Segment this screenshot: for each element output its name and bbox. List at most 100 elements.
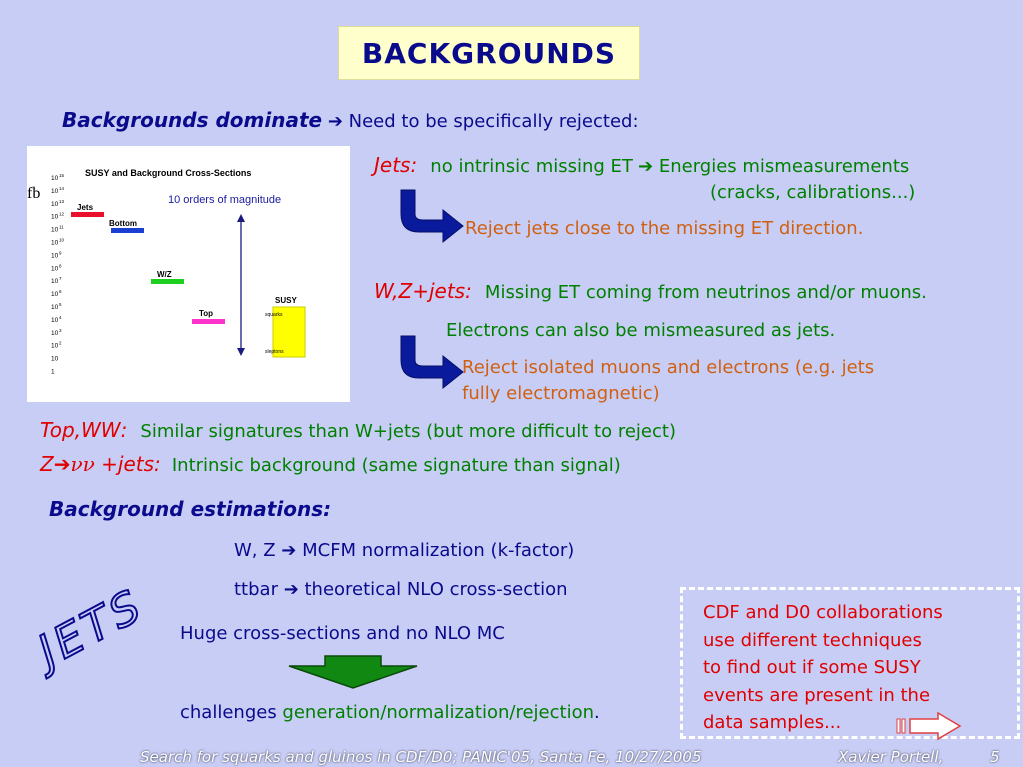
down-arrow-icon [288, 655, 418, 689]
intro-rest: Need to be specifically rejected: [342, 111, 639, 132]
y-tick-label: 10 [51, 343, 59, 350]
estimations-heading: Background estimations: [49, 497, 332, 521]
y-tick-label: 10 [51, 252, 59, 259]
next-arrow-icon[interactable] [896, 712, 962, 742]
line4-b: generation/normalization/rejection [282, 702, 595, 723]
znn-rest: +jets: [94, 452, 161, 476]
y-tick-label: 10 [51, 214, 59, 221]
jets-text: no intrinsic missing ET [430, 156, 633, 177]
cdf-line-4: events are present in the [703, 684, 931, 706]
curved-arrow-icon [400, 335, 464, 390]
znn-line: Z➔νν +jets: Intrinsic background (same s… [40, 452, 621, 476]
wz-text: Missing ET coming from neutrinos and/or … [484, 282, 927, 303]
slide-title: BACKGROUNDS [361, 36, 617, 70]
topww-line: Top,WW: Similar signatures than W+jets (… [40, 418, 676, 442]
y-tick-label: 10 [51, 188, 59, 195]
znn-z: Z [40, 452, 54, 476]
cross-section-chart: SUSY and Background Cross-Sections fb 10… [27, 146, 350, 402]
y-tick-exponent: 15 [59, 173, 65, 178]
wz-text2: Electrons can also be mismeasured as jet… [446, 320, 836, 341]
topww-text: Similar signatures than W+jets (but more… [140, 421, 676, 442]
y-tick-label: 10 [51, 291, 59, 298]
label-wz: W/Z [157, 270, 172, 279]
y-tick-label: 10 [51, 356, 59, 363]
jets-text2: Energies mismeasurements [653, 156, 910, 177]
label-jets: Jets [77, 203, 94, 212]
footer-page: 5 [990, 748, 1000, 766]
wz-label: W,Z+jets: [374, 279, 472, 303]
jets-wordart: JETS [29, 579, 153, 678]
wz-reject1: Reject isolated muons and electrons (e.g… [462, 357, 875, 378]
intro-arrow: ➔ [327, 111, 343, 132]
topww-label: Top,WW: [40, 418, 128, 442]
estimations-line3: Huge cross-sections and no NLO MC [180, 623, 505, 644]
y-tick-label: 10 [51, 278, 59, 285]
y-tick-label: 10 [51, 175, 59, 182]
label-bottom: Bottom [109, 219, 137, 228]
bar-wz [151, 279, 184, 284]
chart-annotation: 10 orders of magnitude [168, 194, 281, 206]
y-tick-label: 10 [51, 317, 59, 324]
wz-reject2: fully electromagnetic) [462, 383, 660, 404]
znn-nunu: νν [70, 452, 95, 476]
estimations-line4: challenges generation/normalization/reje… [180, 702, 600, 723]
y-tick-label: 10 [51, 304, 59, 311]
chart-unit: fb [27, 185, 40, 202]
y-tick-label: 10 [51, 240, 59, 247]
bar-top [192, 319, 225, 324]
znn-arrow: ➔ [53, 452, 71, 476]
y-tick-exponent: 3 [59, 328, 62, 333]
footer-left: Search for squarks and gluinos in CDF/D0… [140, 748, 702, 766]
cdf-line-3: to find out if some SUSY [703, 657, 921, 678]
cdf-box-text: CDF and D0 collaborations use different … [703, 599, 943, 737]
footer-author: Xavier Portell, [838, 748, 944, 766]
jets-text3: (cracks, calibrations...) [710, 182, 916, 203]
magnitude-arrow-up [237, 214, 245, 222]
label-susy: SUSY [275, 296, 297, 305]
cdf-line-2: use different techniques [703, 629, 922, 651]
estimations-line2: ttbar ➔ theoretical NLO cross-section [234, 579, 568, 600]
intro-lead: Backgrounds dominate [62, 108, 323, 132]
chart-title: SUSY and Background Cross-Sections [85, 168, 251, 178]
y-tick-label: 1 [51, 369, 55, 376]
line4-a: challenges [180, 702, 283, 723]
bar-bottom [111, 228, 144, 233]
bar-jets [71, 212, 104, 217]
cdf-line-1: CDF and D0 collaborations [703, 602, 943, 623]
label-top: Top [199, 309, 213, 318]
y-tick-exponent: 6 [59, 289, 62, 294]
cross-section-chart-svg: SUSY and Background Cross-Sections fb 10… [27, 168, 306, 376]
jets-label: Jets: [374, 153, 418, 177]
y-tick-exponent: 2 [59, 341, 62, 346]
label-sleptons: sleptons [265, 349, 284, 355]
cdf-d0-box [680, 587, 1020, 739]
jets-reject: Reject jets close to the missing ET dire… [465, 218, 864, 239]
bar-susy [272, 306, 306, 358]
znn-text: Intrinsic background (same signature tha… [171, 455, 621, 476]
y-tick-label: 10 [51, 227, 59, 234]
intro-line: Backgrounds dominate ➔ Need to be specif… [62, 108, 639, 132]
y-tick-exponent: 14 [59, 186, 65, 191]
y-tick-exponent: 9 [59, 250, 62, 255]
y-tick-label: 10 [51, 330, 59, 337]
magnitude-arrow-down [237, 348, 245, 356]
y-tick-exponent: 7 [59, 276, 62, 281]
curved-arrow-icon [400, 189, 464, 244]
slide-title-box: BACKGROUNDS [338, 26, 640, 80]
jets-word: JETS [29, 579, 153, 678]
y-tick-exponent: 4 [59, 315, 62, 320]
y-tick-exponent: 12 [59, 212, 65, 217]
y-tick-exponent: 11 [59, 225, 64, 230]
wz-line: W,Z+jets: Missing ET coming from neutrin… [374, 279, 927, 303]
estimations-line1: W, Z ➔ MCFM normalization (k-factor) [234, 540, 575, 561]
y-tick-label: 10 [51, 265, 59, 272]
y-tick-label: 10 [51, 201, 59, 208]
y-tick-exponent: 8 [59, 263, 62, 268]
label-squarks: squarks [265, 312, 283, 318]
line4-c: . [594, 702, 600, 723]
cdf-line-5: data samples... [703, 712, 842, 733]
jets-line: Jets: no intrinsic missing ET ➔ Energies… [374, 153, 909, 177]
y-tick-exponent: 13 [59, 199, 65, 204]
jets-arrow: ➔ [638, 156, 654, 177]
y-tick-exponent: 5 [59, 302, 62, 307]
